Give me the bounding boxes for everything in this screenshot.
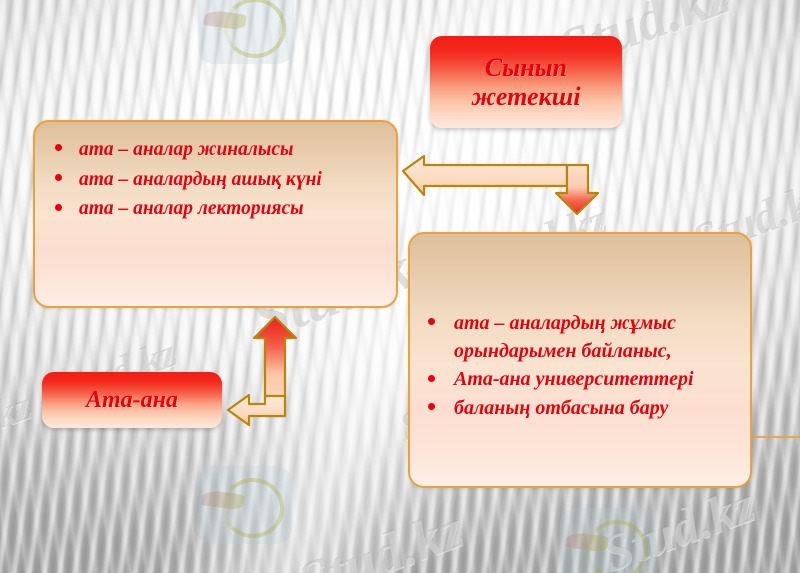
ata-ana-box[interactable]: Ата-ана (42, 372, 222, 428)
left-activities-panel[interactable]: ата – аналар жиналысы ата – аналардың аш… (33, 120, 398, 308)
right-activities-panel[interactable]: ата – аналардың жұмыс орындарымен байлан… (408, 232, 752, 488)
list-item: ата – аналар лекториясы (55, 195, 384, 223)
sinyp-zhetekshi-line1: Сынып (484, 52, 568, 82)
list-item-label: ата – аналардың жұмыс орындарымен байлан… (454, 312, 677, 362)
list-item-label: Ата-ана университеттері (454, 368, 694, 391)
bullet-dot-icon (428, 403, 435, 411)
list-item: ата – аналар жиналысы (55, 136, 384, 164)
list-item: ата – аналардың жұмыс орындарымен байлан… (428, 310, 736, 365)
list-item: Ата-ана университеттері (428, 366, 736, 394)
bullet-dot-icon (428, 374, 435, 382)
list-item: баланың отбасына бару (428, 395, 736, 423)
sinyp-zhetekshi-line2: жетекші (471, 82, 581, 111)
bullet-dot-icon (428, 318, 435, 326)
list-item-label: ата – аналар жиналысы (79, 139, 294, 160)
list-item-label: баланың отбасына бару (454, 396, 669, 419)
right-connector-line (748, 436, 800, 438)
sinyp-zhetekshi-box[interactable]: Сынып жетекші (430, 36, 622, 128)
bullet-dot-icon (55, 203, 62, 211)
ata-ana-label: Ата-ана (86, 386, 178, 413)
list-item-label: ата – аналар лекториясы (79, 198, 304, 220)
list-item-label: ата – аналардың ашық күні (79, 168, 322, 190)
bullet-dot-icon (55, 173, 62, 181)
list-item: ата – аналардың ашық күні (55, 166, 384, 194)
bullet-dot-icon (55, 144, 62, 152)
